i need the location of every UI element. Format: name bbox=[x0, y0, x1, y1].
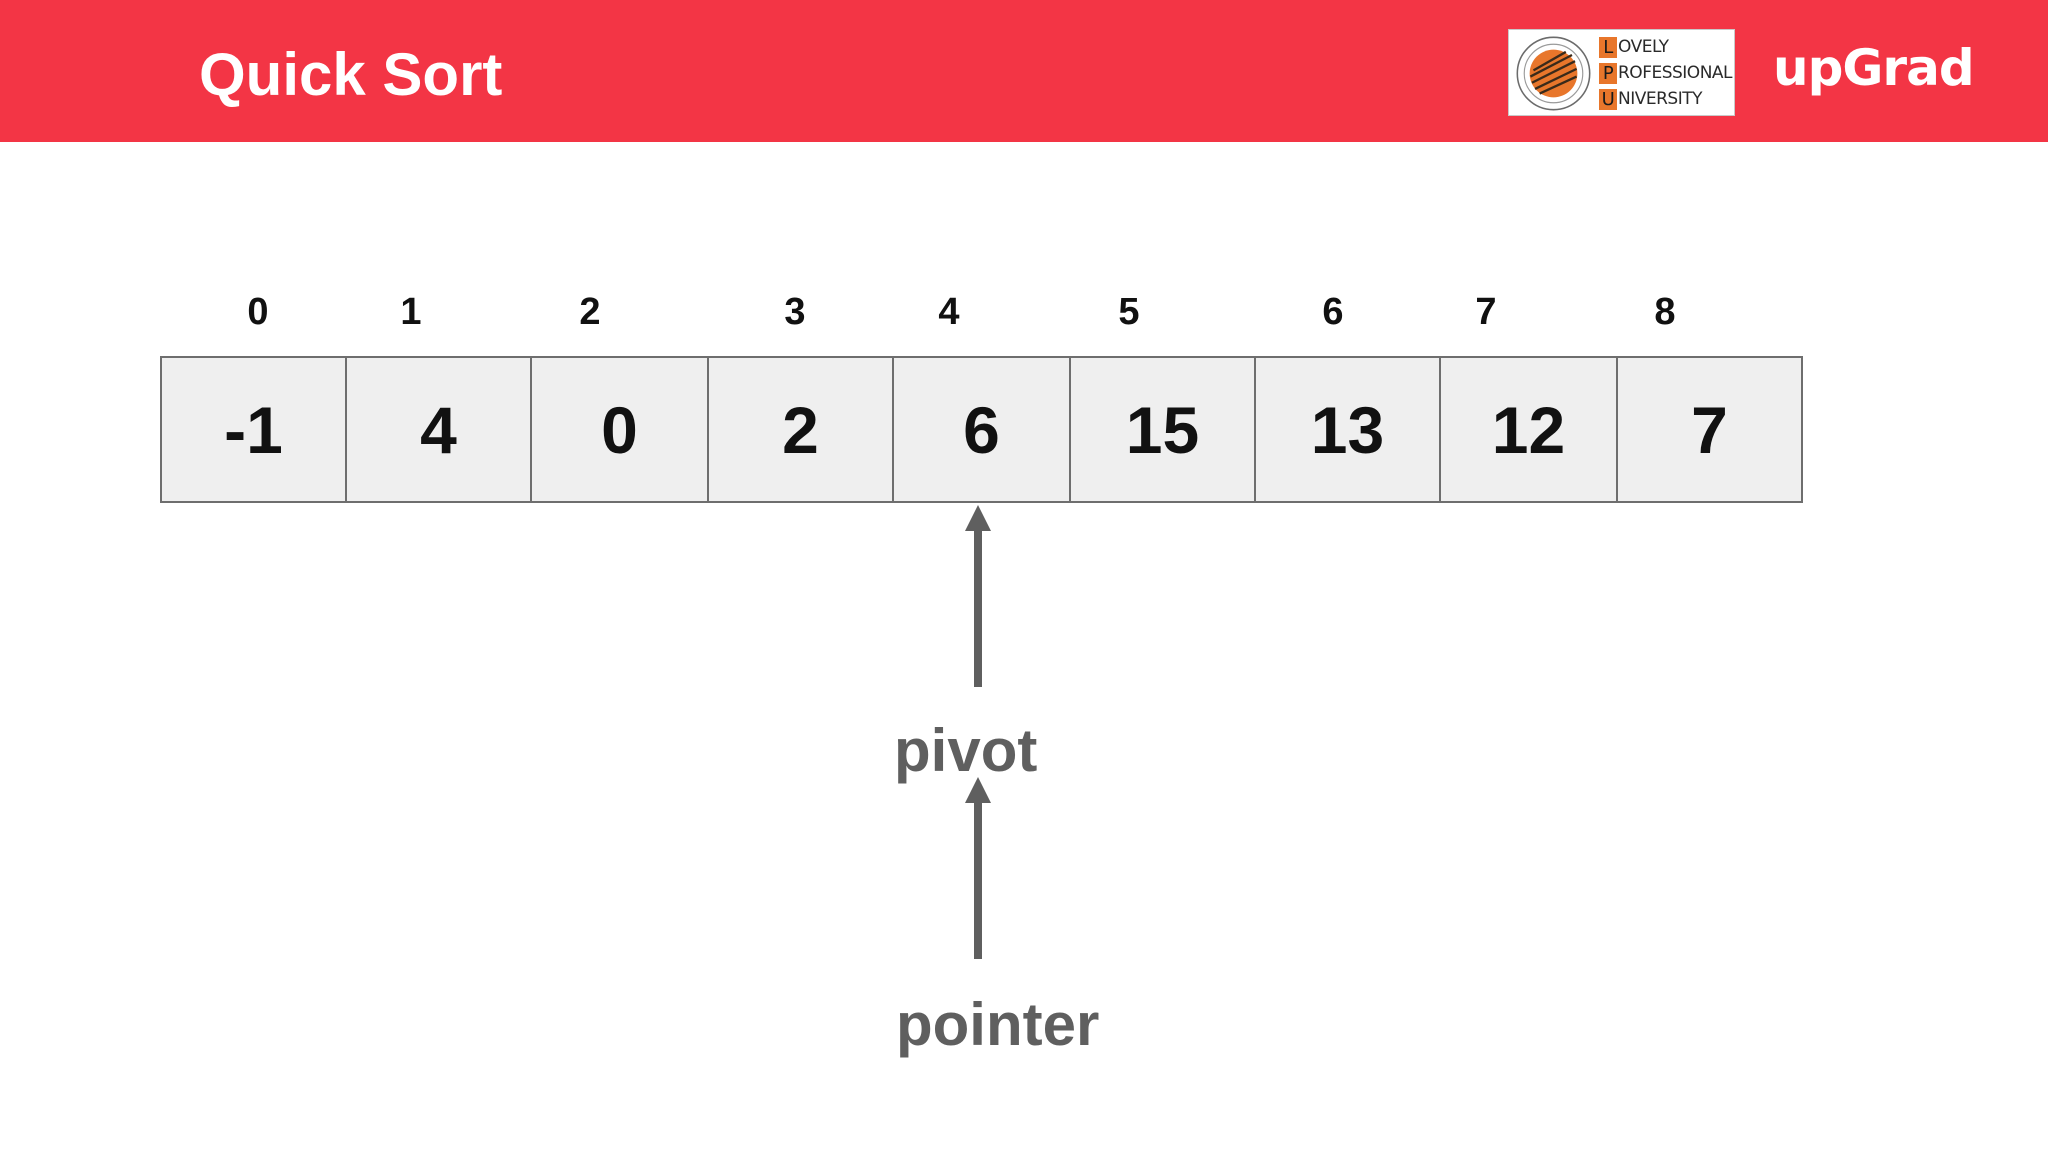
array-cell: 15 bbox=[1069, 356, 1256, 503]
pivot-label: pivot bbox=[894, 717, 1038, 784]
array-index-label: 0 bbox=[247, 291, 269, 333]
array-cell: 4 bbox=[345, 356, 532, 503]
array-index-label: 8 bbox=[1654, 291, 1676, 333]
array-cell: 7 bbox=[1616, 356, 1803, 503]
pointer-arrow-icon bbox=[965, 777, 991, 959]
array-cell: 6 bbox=[892, 356, 1071, 503]
array-index-label: 5 bbox=[1118, 291, 1140, 333]
lpu-seal-icon bbox=[1516, 36, 1591, 111]
lpu-initial: P bbox=[1599, 62, 1617, 84]
array-index-label: 2 bbox=[579, 291, 601, 333]
lpu-line-text: ROFESSIONAL bbox=[1618, 63, 1733, 83]
lpu-line-text: NIVERSITY bbox=[1618, 89, 1703, 109]
array-cell: 12 bbox=[1439, 356, 1618, 503]
lpu-initial: U bbox=[1599, 88, 1617, 110]
array-index-label: 1 bbox=[400, 291, 422, 333]
array-index-label: 6 bbox=[1322, 291, 1344, 333]
upgrad-logo: upGrad bbox=[1773, 39, 1975, 97]
pivot-arrow-icon bbox=[965, 505, 991, 687]
array-index-label: 7 bbox=[1475, 291, 1497, 333]
array-index-label: 4 bbox=[938, 291, 960, 333]
array-cell: 2 bbox=[707, 356, 894, 503]
array-cell: -1 bbox=[160, 356, 347, 503]
pointer-label: pointer bbox=[896, 991, 1100, 1058]
lpu-line-text: OVELY bbox=[1618, 37, 1669, 57]
array-cell: 13 bbox=[1254, 356, 1441, 503]
array-index-label: 3 bbox=[784, 291, 806, 333]
lpu-initial: L bbox=[1599, 36, 1617, 58]
slide-title: Quick Sort bbox=[199, 41, 503, 108]
array-cell: 0 bbox=[530, 356, 709, 503]
